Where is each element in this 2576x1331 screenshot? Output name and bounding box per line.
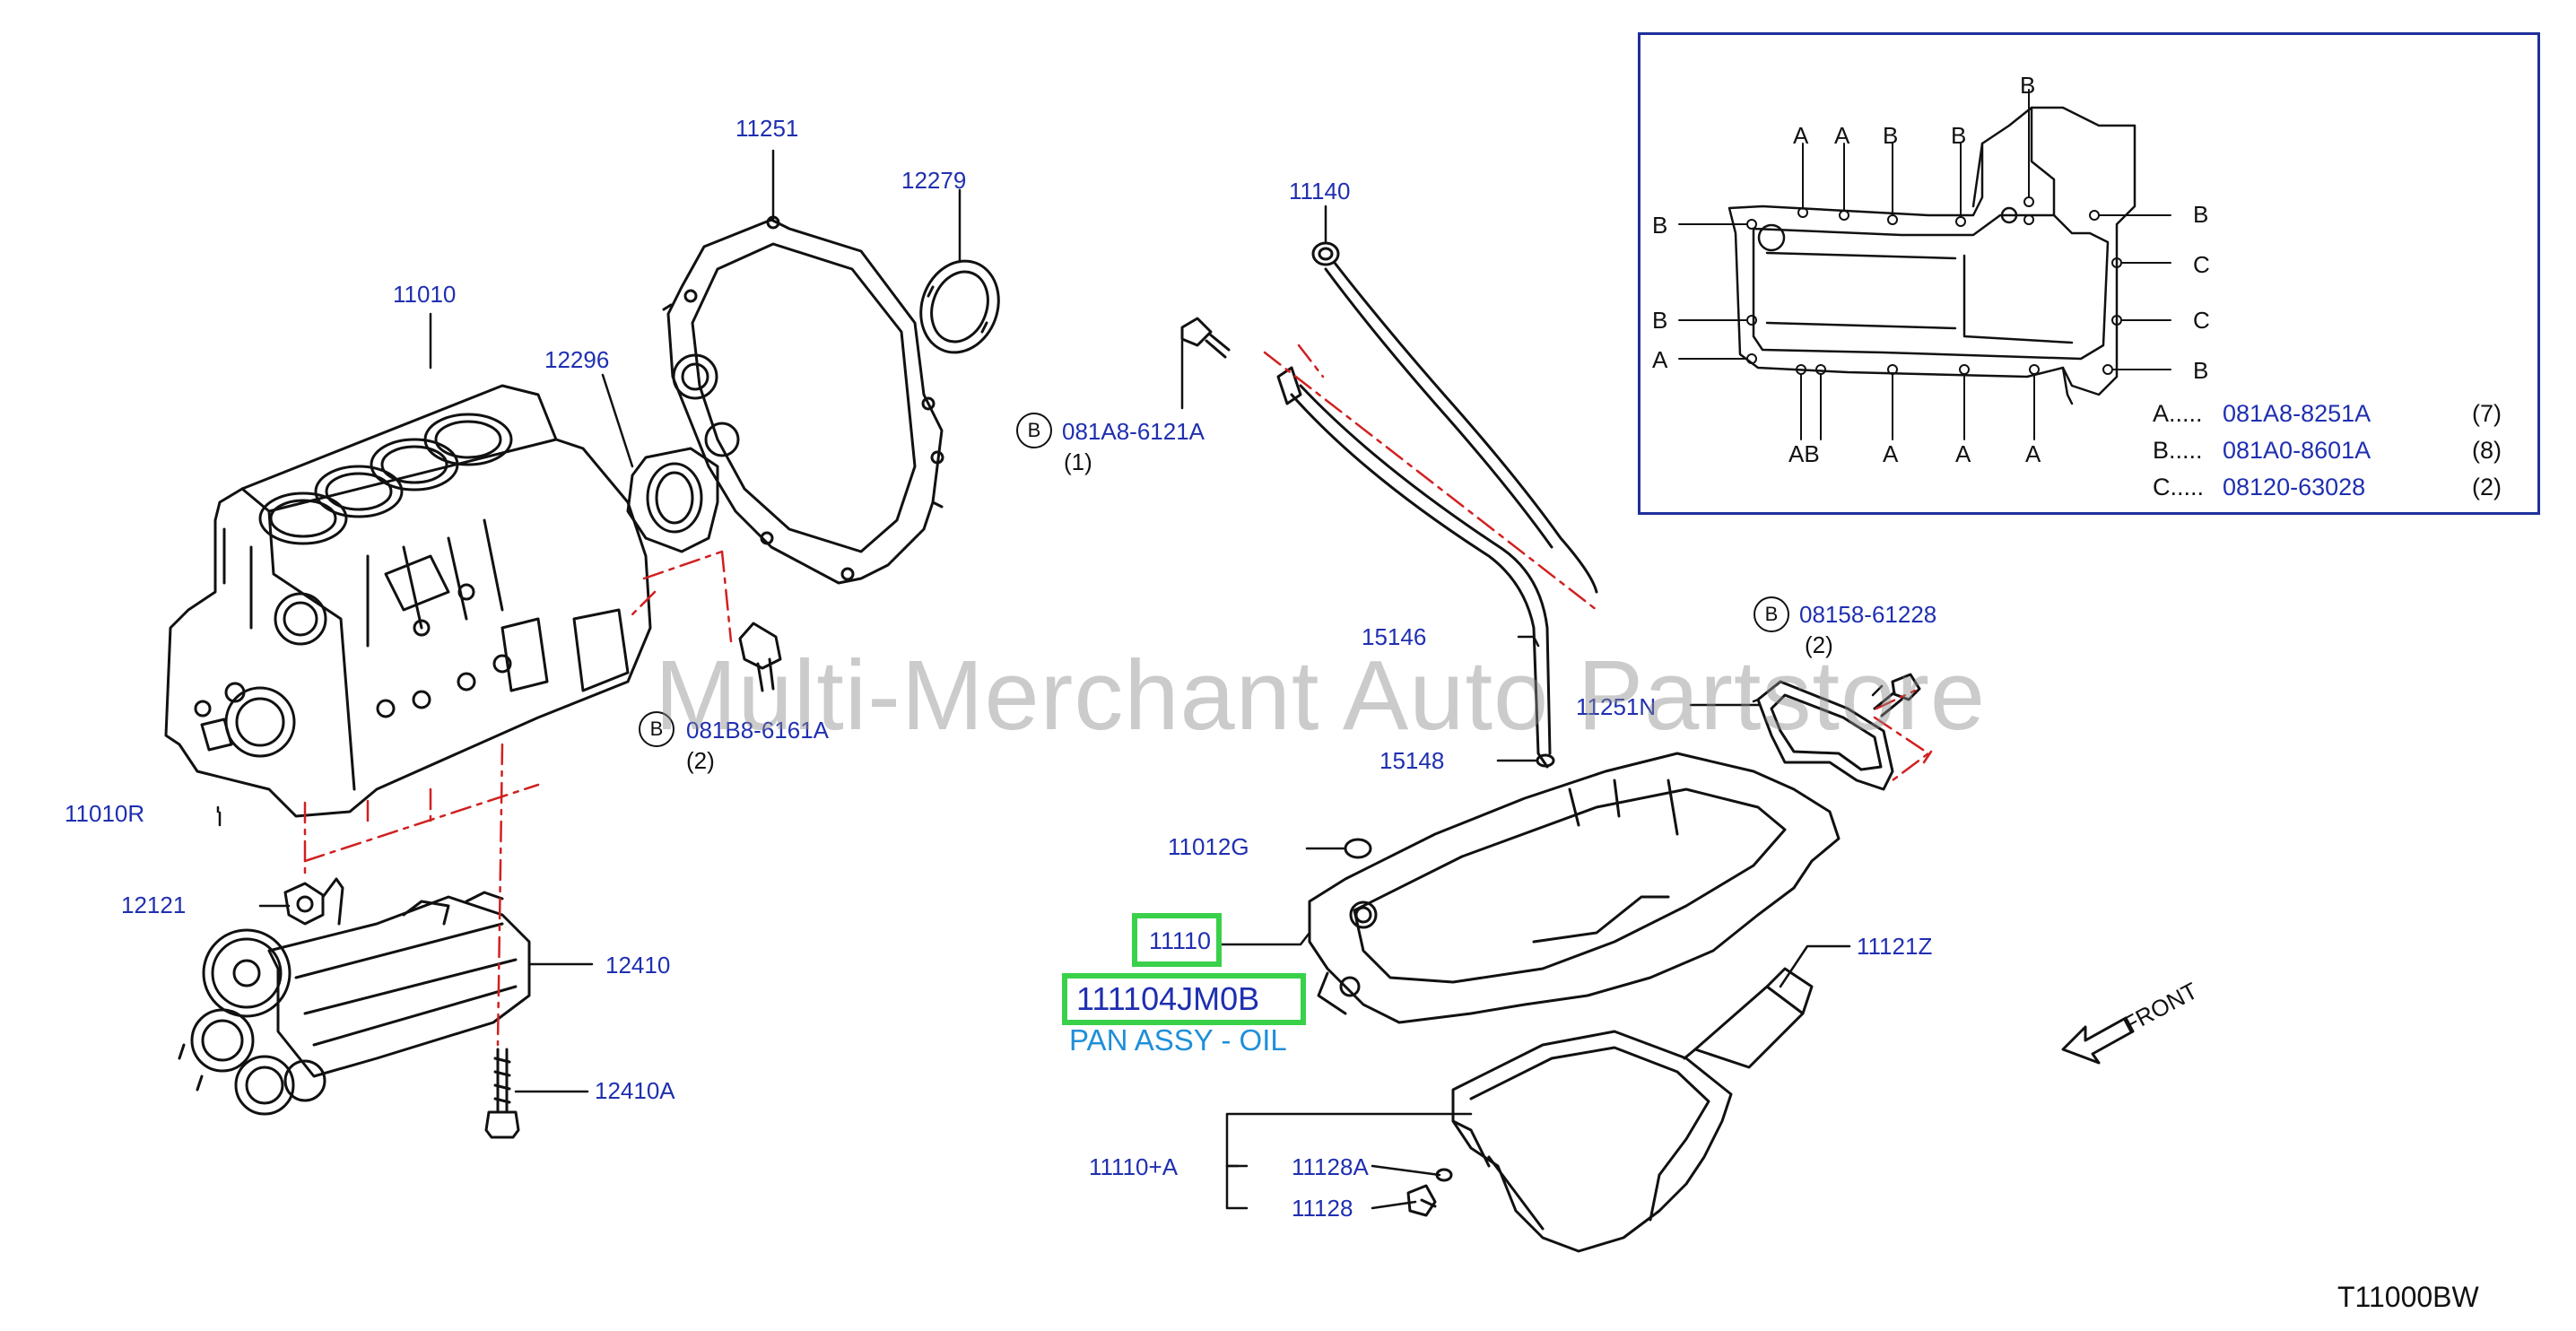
leader-lines [216,149,1884,1210]
label-12279: 12279 [901,167,967,194]
sealant-tube [1683,967,1814,1069]
assembly-lines [303,344,1933,1047]
inset-letter-b: B [2020,72,2036,99]
label-11010r: 11010R [65,800,145,827]
bolt-qty-081b8: (2) [686,747,715,774]
inset-letter-a: A [1652,346,1668,373]
legend-qty-a: (7) [2472,400,2502,427]
oil-pump [178,891,531,1116]
legend-key-b: B..... [2153,437,2203,464]
engine-block [164,384,652,818]
rear-plate [662,215,944,585]
inset-letter-a: A [1834,122,1850,149]
oring-11012g [1344,838,1372,859]
highlight-box-part[interactable] [1132,913,1222,967]
label-11012g: 11012G [1168,833,1249,860]
highlight-description: PAN ASSY - OIL [1069,1023,1287,1057]
inset-letter-c: C [2193,307,2210,334]
bolt-circle-b1: B [1016,413,1052,448]
legend-code-b: 081A0-8601A [2223,437,2371,464]
inset-letter-b: B [1652,307,1668,334]
gasket-11251n [1756,680,1894,791]
bolt-code-081b8: 081B8-6161A [686,717,830,744]
highlight-oem-number[interactable]: 111104JM0B [1076,980,1260,1017]
upper-oil-pan [1308,752,1841,1024]
inset-letter-b: B [1951,122,1967,149]
label-12410: 12410 [605,952,671,979]
lower-oil-pan [1451,1030,1733,1253]
inset-letter-a: A [1793,122,1809,149]
label-12410a: 12410A [595,1077,675,1104]
legend-qty-b: (8) [2472,437,2502,464]
bolt-081a8 [1180,317,1231,359]
dipstick [1311,241,1598,594]
drain-plug [1406,1184,1437,1217]
inset-letter-c: C [2193,251,2210,278]
inset-letter-b: B [1883,122,1899,149]
highlight-box-oem[interactable] [1062,973,1306,1025]
inset-letter-a: A [2025,440,2041,467]
front-arrow [2061,1016,2135,1065]
legend-key-a: A..... [2153,400,2203,427]
label-11128a: 11128A [1292,1153,1369,1180]
legend-code-c: 08120-63028 [2223,474,2366,500]
label-15146: 15146 [1362,623,1427,650]
label-11128: 11128 [1292,1195,1353,1222]
inset-leaders [1678,89,2171,440]
bolt-081b8 [738,622,782,692]
watermark: Multi-Merchant Auto Partstore [655,640,1987,751]
inset-letter-ab: AB [1788,440,1820,467]
pump-bolt [484,1048,520,1139]
bolt-qty-08158: (2) [1805,631,1833,658]
bolt-legend-inset [1638,32,2540,515]
label-11251n: 11251N [1576,693,1657,720]
inset-pan-outline [1727,106,2137,405]
label-12121: 12121 [121,892,187,918]
label-11251: 11251 [735,115,799,142]
bolt-08158 [1873,673,1921,718]
diagram-code: T11000BW [2337,1281,2479,1313]
bolt-qty-081a8: (1) [1064,448,1092,475]
legend-key-c: C..... [2153,474,2205,500]
label-11140: 11140 [1289,178,1351,204]
seal-retainer [626,447,719,553]
inset-letter-b: B [2193,201,2209,228]
label-15148: 15148 [1379,747,1445,774]
highlight-part-number[interactable]: 11110 [1149,927,1212,954]
inset-letter-b: B [2193,357,2209,384]
legend-qty-c: (2) [2472,474,2502,500]
inset-letter-b: B [1652,212,1668,239]
bolt-circle-b3: B [1754,596,1789,632]
label-11010: 11010 [393,281,457,308]
bolt-circle-b2: B [639,711,674,747]
legend-code-a: 081A8-8251A [2223,400,2371,427]
bracket [283,877,344,926]
oil-seal [919,259,1000,354]
inset-letter-a: A [1883,440,1899,467]
bolt-code-08158: 08158-61228 [1799,601,1937,628]
label-12296: 12296 [544,346,610,373]
bolt-code-081a8: 081A8-6121A [1062,418,1205,445]
label-11121z: 11121Z [1857,933,1933,960]
inset-letter-a: A [1955,440,1971,467]
label-11110-a: 11110+A [1089,1153,1179,1180]
